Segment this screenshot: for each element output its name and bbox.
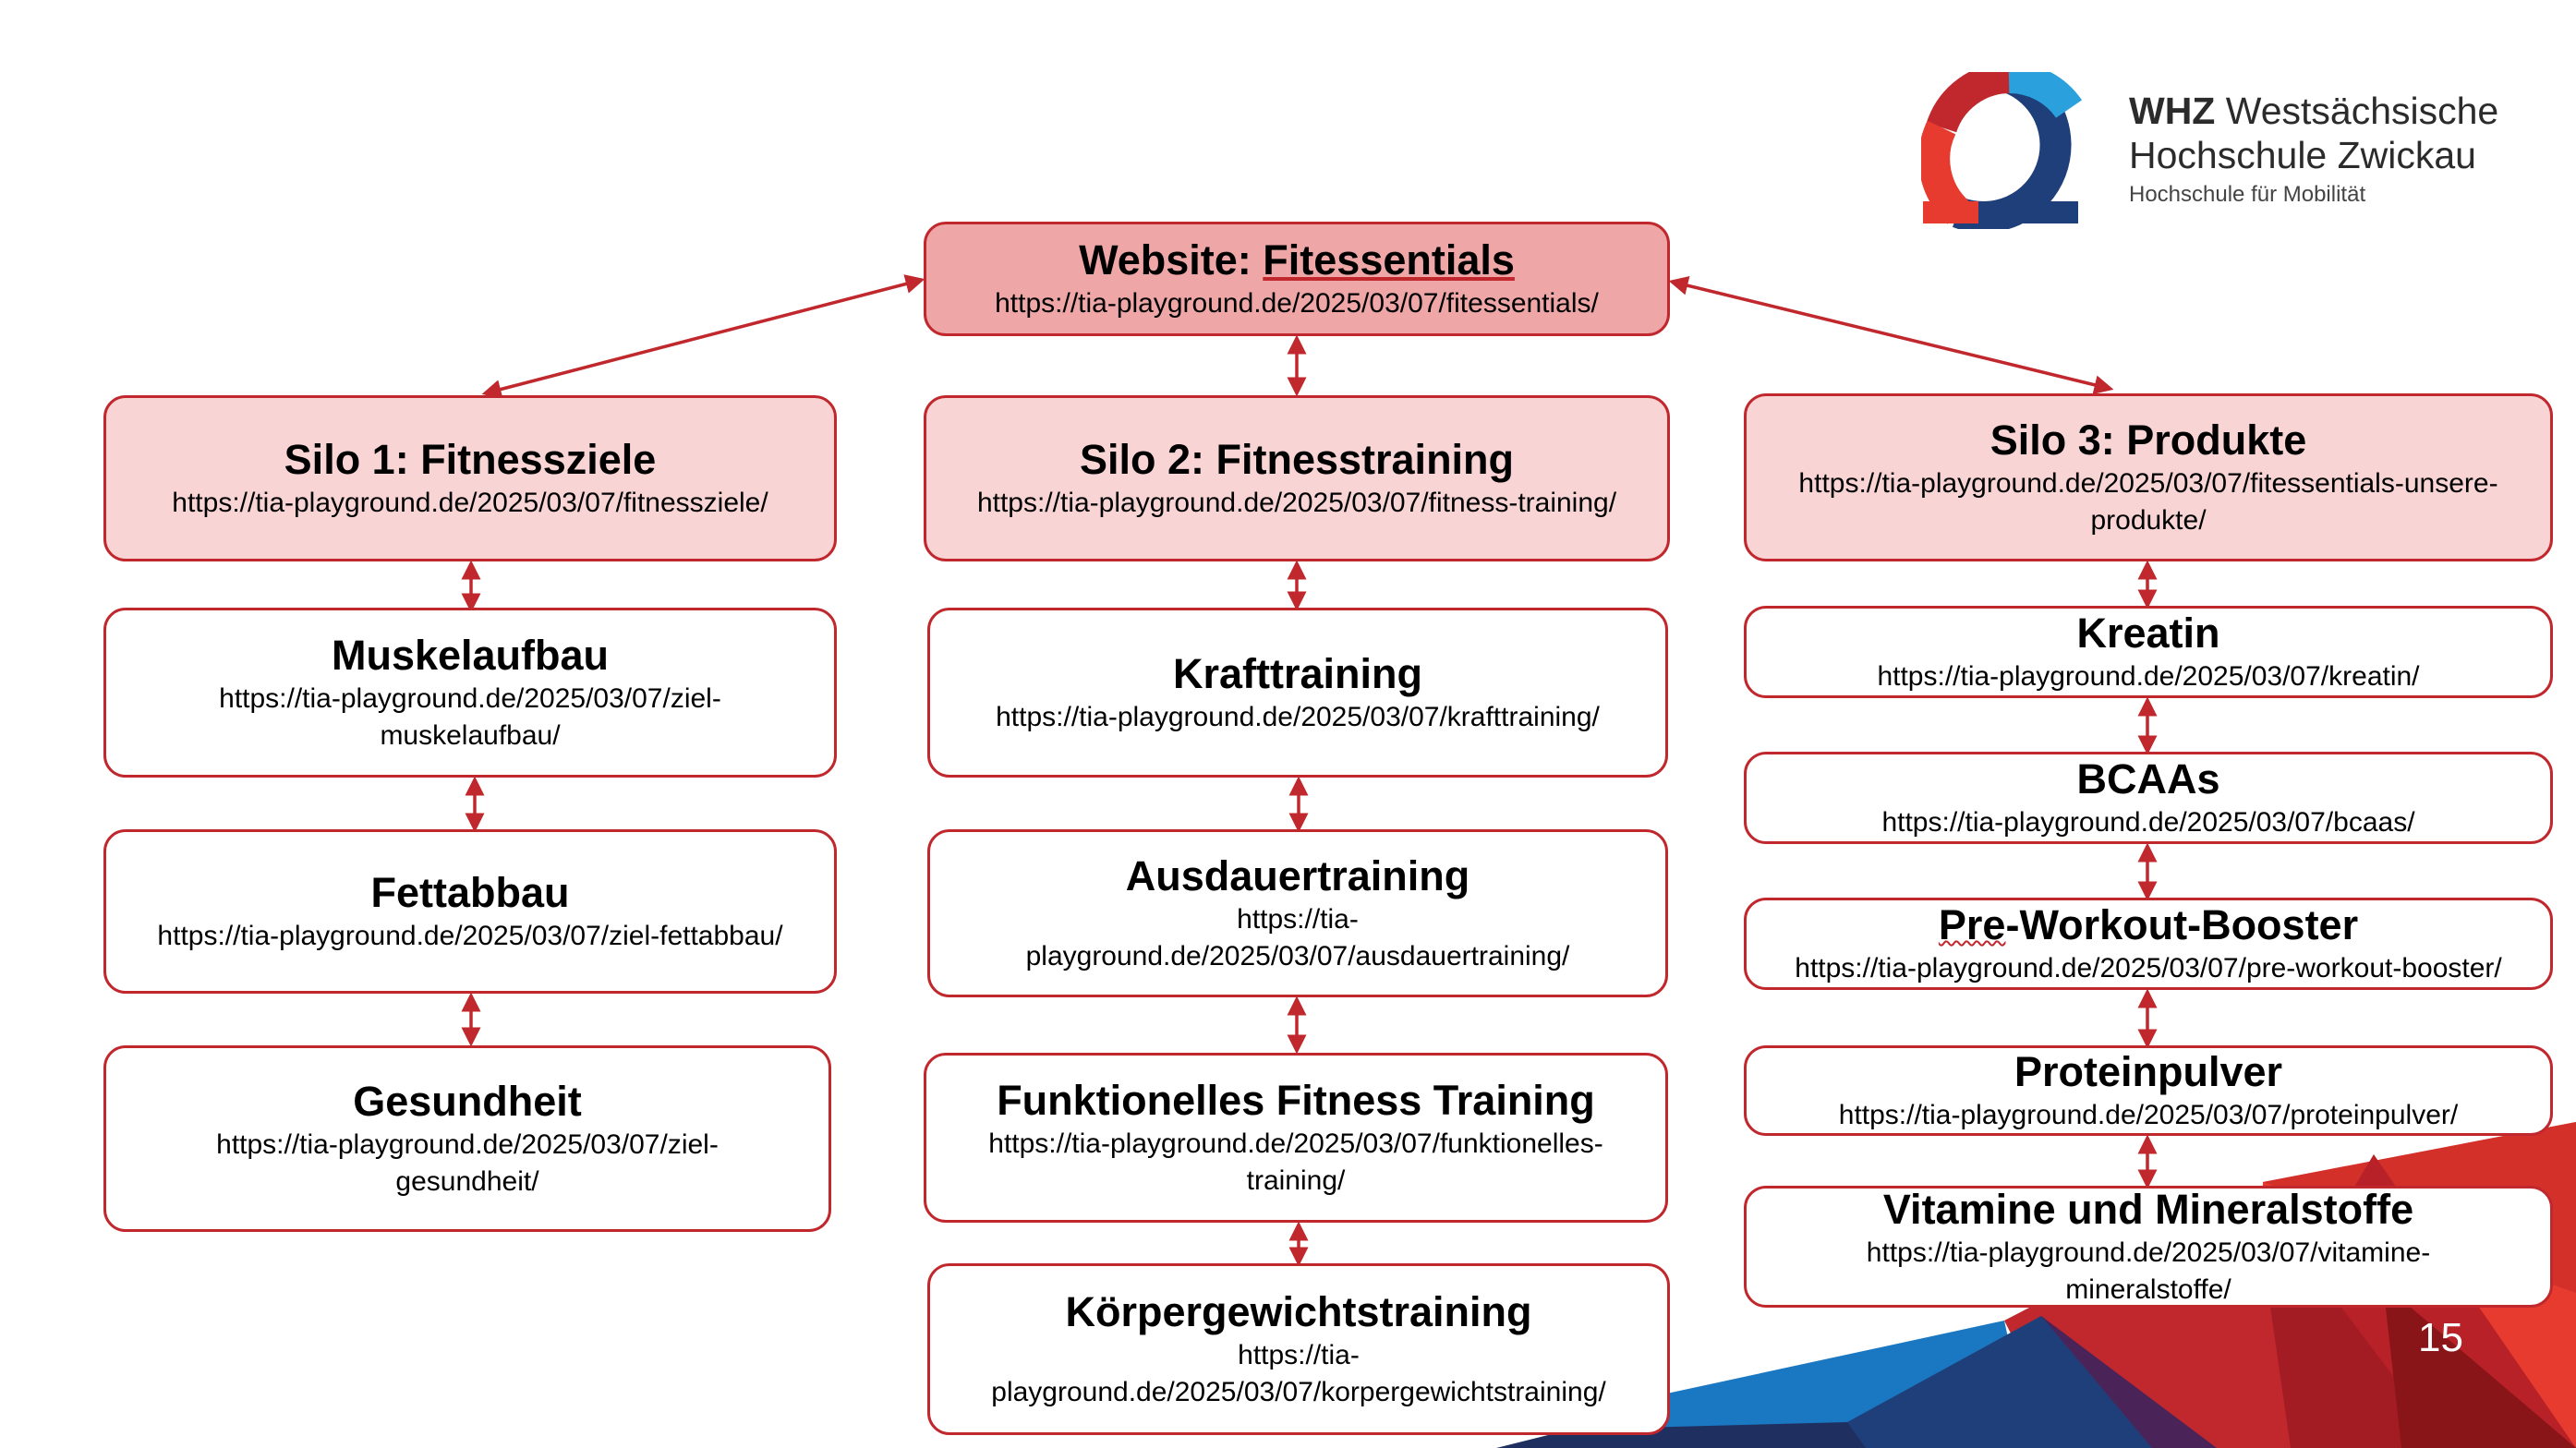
root-title: Website: Fitessentials [1079,236,1515,284]
page-title: Gesundheit [353,1078,582,1125]
silo-url: https://tia-playground.de/2025/03/07/fit… [976,488,1617,518]
page-node: Pre-Workout-Booster https://tia-playgrou… [1744,898,2553,990]
page-number: 15 [2418,1315,2463,1360]
page-url-line-1: https://tia- [1238,1340,1360,1370]
page-node: Krafttraining https://tia-playground.de/… [927,608,1668,778]
page-url-line-1: https://tia-playground.de/2025/03/07/kra… [996,702,1600,732]
page-url-line-1: https://tia- [1237,904,1359,935]
page-title: BCAAs [2076,755,2220,802]
page-title: Proteinpulver [2014,1048,2283,1095]
page-url-line-1: https://tia-playground.de/2025/03/07/zie… [216,1129,719,1160]
page-url-line-1: https://tia-playground.de/2025/03/07/pre… [1795,953,2502,983]
whz-logo-mark-icon [1921,72,2083,229]
silo-title: Silo 1: Fitnessziele [284,436,657,483]
silo-title: Silo 3: Produkte [1989,416,2307,464]
page-title: Fettabbau [370,869,570,916]
page-url-line-1: https://tia-playground.de/2025/03/07/zie… [219,683,721,714]
page-url-line-2: gesundheit/ [395,1166,539,1197]
page-url-line-1: https://tia-playground.de/2025/03/07/fun… [988,1128,1603,1159]
page-title: Pre-Workout-Booster [1938,901,2359,948]
page-url-line-1: https://tia-playground.de/2025/03/07/zie… [157,921,783,951]
logo-line-2: Hochschule Zwickau [2129,134,2476,176]
page-url-line-1: https://tia-playground.de/2025/03/07/pro… [1838,1100,2459,1130]
page-url-line-2: playground.de/2025/03/07/ausdauertrainin… [1025,941,1570,971]
page-url-line-2: playground.de/2025/03/07/korpergewichtst… [991,1377,1606,1407]
page-url-line-1: https://tia-playground.de/2025/03/07/bca… [1881,807,2415,838]
page-node: Fettabbau https://tia-playground.de/2025… [103,829,837,994]
page-node: Gesundheit https://tia-playground.de/202… [103,1045,831,1232]
page-node: Muskelaufbau https://tia-playground.de/2… [103,608,837,778]
page-node: BCAAs https://tia-playground.de/2025/03/… [1744,752,2553,844]
page-title: Körpergewichtstraining [1065,1288,1532,1335]
page-title: Ausdauertraining [1125,852,1470,899]
connector-root-silo1 [481,274,925,399]
silo-1-node: Silo 1: Fitnessziele https://tia-playgro… [103,395,837,561]
page-url-line-2: mineralstoffe/ [2065,1274,2231,1305]
page-url-line-2: muskelaufbau/ [380,720,561,751]
page-node: Funktionelles Fitness Training https://t… [924,1053,1668,1223]
page-node: Vitamine und Mineralstoffe https://tia-p… [1744,1186,2553,1308]
whz-logo: WHZ Westsächsische Hochschule Zwickau Ho… [1921,72,2568,238]
page-node: Ausdauertraining https://tia- playground… [927,829,1668,997]
page-title: Funktionelles Fitness Training [997,1077,1595,1124]
page-title: Kreatin [2076,609,2220,657]
silo-url: https://tia-playground.de/2025/03/07/fit… [172,488,768,518]
silo-3-node: Silo 3: Produkte https://tia-playground.… [1744,393,2553,561]
page-node: Proteinpulver https://tia-playground.de/… [1744,1045,2553,1136]
page-url-line-2: training/ [1246,1165,1346,1196]
page-node: Kreatin https://tia-playground.de/2025/0… [1744,606,2553,698]
silo-title: Silo 2: Fitnesstraining [1079,436,1515,483]
silo-url-line-1: https://tia-playground.de/2025/03/07/fit… [1798,468,2498,499]
root-url: https://tia-playground.de/2025/03/07/fit… [995,288,1599,319]
silo-2-node: Silo 2: Fitnesstraining https://tia-play… [924,395,1670,561]
page-url-line-1: https://tia-playground.de/2025/03/07/kre… [1877,661,2420,692]
page-url-line-1: https://tia-playground.de/2025/03/07/vit… [1866,1237,2431,1268]
page-title: Muskelaufbau [331,632,610,679]
page-node: Körpergewichtstraining https://tia- play… [927,1263,1670,1435]
logo-line-3: Hochschule für Mobilität [2129,182,2366,207]
silo-url-line-2: produkte/ [2090,505,2207,536]
page-title: Vitamine und Mineralstoffe [1882,1186,2414,1233]
page-title: Krafttraining [1173,650,1422,697]
connector-root-silo3 [1668,275,2114,395]
logo-line-1: WHZ Westsächsische [2129,90,2499,132]
root-node: Website: Fitessentials https://tia-playg… [924,222,1670,336]
